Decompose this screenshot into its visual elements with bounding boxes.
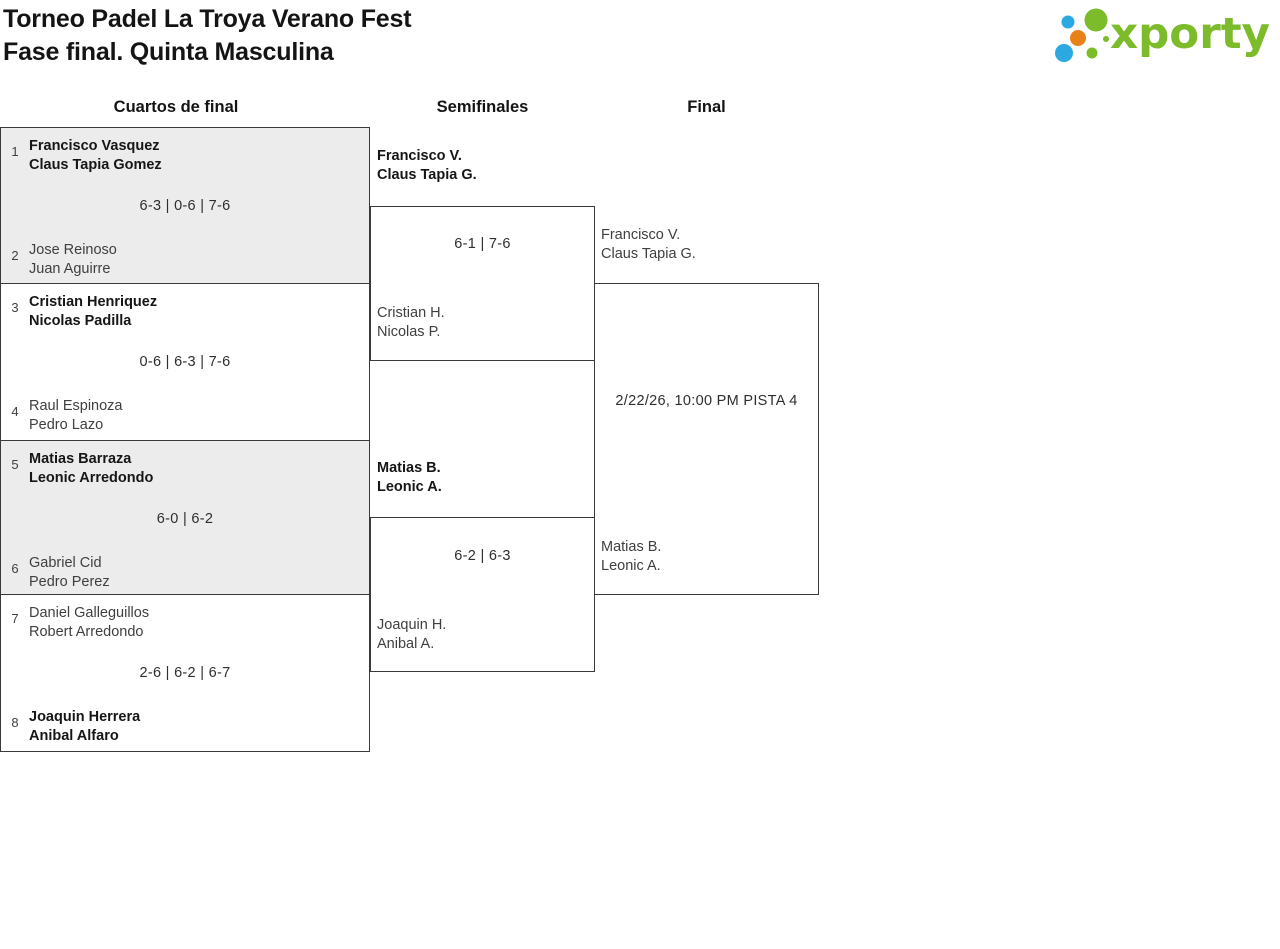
player-name: Gabriel Cid [29, 555, 102, 571]
player-name: Raul Espinoza [29, 398, 123, 414]
team-pair-top: Francisco Vasquez Claus Tapia Gomez [29, 137, 162, 174]
team-pair-top: Francisco V. Claus Tapia G. [601, 226, 696, 263]
logo-dot-green-large [1084, 8, 1108, 32]
logo-dot-orange [1070, 30, 1086, 46]
logo-dot-green-tiny [1103, 36, 1109, 42]
player-name: Robert Arredondo [29, 623, 144, 640]
semifinal-match-1[interactable] [370, 206, 595, 361]
semifinal-match-2[interactable] [370, 517, 595, 672]
player-name: Cristian Henriquez [29, 294, 158, 310]
round-header-semifinales: Semifinales [436, 98, 529, 116]
match-score: 6-3 | 0-6 | 7-6 [139, 198, 231, 214]
player-name: Matias Barraza [29, 451, 132, 467]
player-name: Francisco Vasquez [29, 138, 160, 154]
team-pair-bottom: Cristian H. Nicolas P. [377, 304, 445, 341]
logo-dot-blue-large [1055, 44, 1073, 62]
seed-number-top: 1 [11, 144, 19, 159]
player-name: Francisco V. [601, 227, 681, 243]
player-name: Joaquin Herrera [29, 709, 141, 725]
team-pair-bottom: Gabriel Cid Pedro Perez [29, 554, 110, 591]
player-name: Nicolas Padilla [29, 312, 132, 329]
team-pair-bottom: Joaquin H. Anibal A. [377, 616, 446, 653]
seed-number-bottom: 4 [11, 404, 19, 419]
player-name: Anibal A. [377, 635, 435, 652]
seed-number-bottom: 6 [11, 561, 19, 576]
player-name: Leonic A. [601, 557, 661, 574]
quarterfinal-match-1[interactable]: 1 Francisco Vasquez Claus Tapia Gomez 6-… [0, 127, 370, 284]
quarterfinal-match-3[interactable]: 5 Matias Barraza Leonic Arredondo 6-0 | … [0, 440, 370, 595]
round-header-final: Final [687, 98, 726, 116]
match-score: 2-6 | 6-2 | 6-7 [139, 665, 231, 681]
player-name: Anibal Alfaro [29, 727, 119, 744]
player-name: Pedro Lazo [29, 416, 104, 433]
player-name: Claus Tapia G. [377, 166, 477, 183]
tournament-name: Torneo Padel La Troya Verano Fest [3, 5, 412, 33]
seed-number-bottom: 2 [11, 248, 19, 263]
team-pair-top: Cristian Henriquez Nicolas Padilla [29, 293, 157, 330]
player-name: Jose Reinoso [29, 242, 117, 258]
quarterfinal-match-2[interactable]: 3 Cristian Henriquez Nicolas Padilla 0-6… [0, 283, 370, 441]
match-score: 0-6 | 6-3 | 7-6 [139, 354, 231, 370]
team-pair-top: Francisco V. Claus Tapia G. [377, 147, 477, 184]
player-name: Matias B. [377, 460, 441, 476]
player-name: Pedro Perez [29, 573, 110, 590]
page-title: Torneo Padel La Troya Verano Fest Fase f… [3, 3, 412, 69]
team-pair-top: Matias B. Leonic A. [377, 459, 442, 496]
team-pair-bottom: Matias B. Leonic A. [601, 538, 661, 575]
player-name: Claus Tapia Gomez [29, 156, 162, 173]
player-name: Leonic Arredondo [29, 469, 154, 486]
seed-number-top: 3 [11, 300, 19, 315]
xporty-logo[interactable]: xporty [1048, 2, 1273, 70]
player-name: Nicolas P. [377, 323, 441, 340]
player-name: Cristian H. [377, 305, 445, 321]
player-name: Claus Tapia G. [601, 245, 696, 262]
player-name: Francisco V. [377, 148, 462, 164]
seed-number-bottom: 8 [11, 715, 19, 730]
phase-category: Fase final. Quinta Masculina [3, 38, 334, 66]
logo-dot-blue-small [1061, 15, 1075, 29]
team-pair-bottom: Jose Reinoso Juan Aguirre [29, 241, 117, 278]
match-score: 6-2 | 6-3 [454, 548, 511, 564]
logo-wordmark: xporty [1110, 9, 1270, 59]
round-header-cuartos: Cuartos de final [113, 98, 239, 116]
team-pair-top: Daniel Galleguillos Robert Arredondo [29, 604, 149, 641]
player-name: Matias B. [601, 539, 662, 555]
final-match[interactable] [594, 283, 819, 595]
player-name: Juan Aguirre [29, 260, 111, 277]
seed-number-top: 7 [11, 611, 19, 626]
team-pair-top: Matias Barraza Leonic Arredondo [29, 450, 153, 487]
player-name: Joaquin H. [377, 617, 447, 633]
quarterfinal-match-4[interactable]: 7 Daniel Galleguillos Robert Arredondo 2… [0, 594, 370, 752]
match-score: 6-0 | 6-2 [156, 511, 214, 527]
player-name: Leonic A. [377, 478, 442, 495]
match-score: 6-1 | 7-6 [454, 236, 511, 252]
final-schedule: 2/22/26, 10:00 PM PISTA 4 [615, 393, 798, 409]
team-pair-bottom: Raul Espinoza Pedro Lazo [29, 397, 123, 434]
logo-dot-green-small [1086, 47, 1098, 59]
team-pair-bottom: Joaquin Herrera Anibal Alfaro [29, 708, 140, 745]
player-name: Daniel Galleguillos [29, 605, 150, 621]
seed-number-top: 5 [11, 457, 19, 472]
